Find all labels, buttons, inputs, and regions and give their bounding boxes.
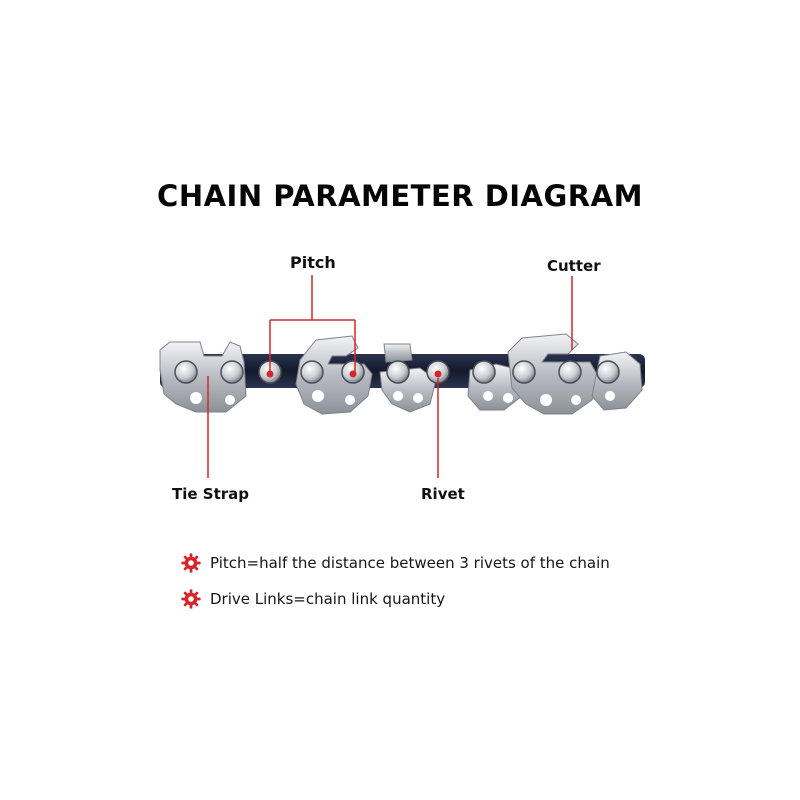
gear-icon xyxy=(180,552,202,574)
note-text: Drive Links=chain link quantity xyxy=(210,590,446,608)
plate-holes xyxy=(190,390,615,406)
diagram-title: CHAIN PARAMETER DIAGRAM xyxy=(157,179,643,213)
note-drive-links: Drive Links=chain link quantity xyxy=(180,588,445,610)
rivet-label: Rivet xyxy=(421,485,465,503)
gear-icon xyxy=(180,588,202,610)
cutter-label: Cutter xyxy=(547,257,601,275)
rivet-markers xyxy=(266,370,442,378)
pitch-label: Pitch xyxy=(290,253,336,272)
pitch-bracket xyxy=(269,275,356,372)
tie-strap-label: Tie Strap xyxy=(172,485,249,503)
note-pitch: Pitch=half the distance between 3 rivets… xyxy=(180,552,610,574)
note-text: Pitch=half the distance between 3 rivets… xyxy=(210,554,610,572)
rivets xyxy=(174,360,620,384)
